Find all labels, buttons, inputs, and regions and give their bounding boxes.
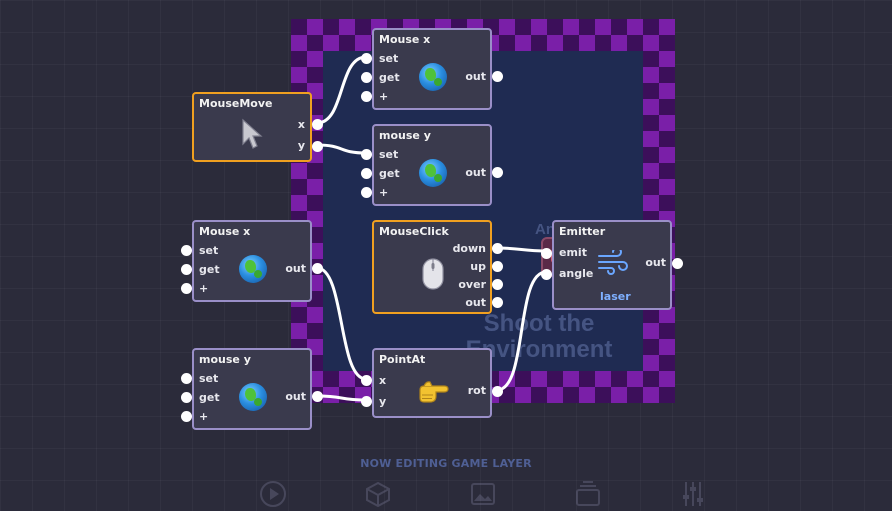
- port-plus-in[interactable]: [181, 283, 192, 294]
- wire-mouseclick-down-to-emitter-emit: [495, 246, 548, 253]
- port-set-in[interactable]: [361, 53, 372, 64]
- node-mouse-x-top[interactable]: Mouse x set get + out: [361, 28, 503, 110]
- port-angle-in[interactable]: [541, 269, 552, 280]
- port-get-in[interactable]: [361, 168, 372, 179]
- port-label-set: set: [379, 52, 399, 65]
- port-out[interactable]: [312, 263, 323, 274]
- port-label-y: y: [297, 139, 305, 152]
- node-pointat[interactable]: PointAt x y rot: [361, 348, 503, 418]
- port-label-x: x: [297, 118, 305, 131]
- port-label-out: out: [285, 390, 306, 403]
- port-label-set: set: [379, 148, 399, 161]
- port-label-up: up: [470, 260, 486, 273]
- wire-mouse-x-out-to-pointat-x: [315, 266, 368, 381]
- port-y-in[interactable]: [361, 396, 372, 407]
- port-label-out: out: [465, 296, 486, 309]
- port-label-get: get: [379, 167, 400, 180]
- port-get-in[interactable]: [181, 392, 192, 403]
- port-get-in[interactable]: [181, 264, 192, 275]
- node-mouse-y-top[interactable]: mouse y set get + out: [361, 124, 503, 206]
- node-title: PointAt: [379, 353, 426, 366]
- port-label-get: get: [379, 71, 400, 84]
- play-icon[interactable]: [259, 480, 287, 508]
- layers-icon[interactable]: [574, 480, 602, 508]
- port-over-out[interactable]: [492, 279, 503, 290]
- image-icon[interactable]: [469, 480, 497, 508]
- globe-icon: [419, 159, 447, 187]
- node-title: Emitter: [559, 225, 606, 238]
- port-label-get: get: [199, 263, 220, 276]
- node-title: mouse y: [379, 129, 431, 142]
- emitter-laser-label: laser: [600, 290, 631, 303]
- port-label-plus: +: [199, 410, 209, 423]
- port-label-set: set: [199, 372, 219, 385]
- node-title: Mouse x: [379, 33, 431, 46]
- port-label-plus: +: [199, 282, 209, 295]
- port-set-in[interactable]: [361, 149, 372, 160]
- node-emitter[interactable]: Emitter emit angle out laser: [541, 220, 683, 310]
- port-label-out: out: [465, 166, 486, 179]
- node-title: mouse y: [199, 353, 251, 366]
- port-label-over: over: [458, 278, 486, 291]
- port-label-emit: emit: [559, 246, 587, 259]
- wire-mouse-y-out-to-pointat-y: [315, 394, 368, 402]
- sliders-icon[interactable]: [679, 480, 707, 508]
- node-title: Mouse x: [199, 225, 251, 238]
- port-get-in[interactable]: [361, 72, 372, 83]
- port-label-get: get: [199, 391, 220, 404]
- wind-icon: [598, 250, 628, 275]
- port-plus-in[interactable]: [361, 187, 372, 198]
- port-out[interactable]: [492, 71, 503, 82]
- cursor-icon: [242, 118, 263, 149]
- node-mouseclick[interactable]: MouseClick down up over out: [372, 220, 503, 314]
- port-label-set: set: [199, 244, 219, 257]
- port-x-in[interactable]: [361, 375, 372, 386]
- editing-layer-label: NOW EDITING GAME LAYER: [360, 457, 532, 470]
- port-up-out[interactable]: [492, 261, 503, 272]
- port-out[interactable]: [312, 391, 323, 402]
- globe-icon: [239, 383, 267, 411]
- port-label-y: y: [379, 395, 387, 408]
- port-x-out[interactable]: [312, 119, 323, 130]
- port-label-out: out: [285, 262, 306, 275]
- node-mouse-y-left[interactable]: mouse y set get + out: [181, 348, 323, 430]
- node-mousemove[interactable]: MouseMove x y: [192, 92, 323, 162]
- port-label-down: down: [452, 242, 486, 255]
- port-set-in[interactable]: [181, 245, 192, 256]
- port-plus-in[interactable]: [361, 91, 372, 102]
- mouse-icon: [422, 258, 444, 290]
- port-label-plus: +: [379, 90, 389, 103]
- port-set-in[interactable]: [181, 373, 192, 384]
- node-title: MouseClick: [379, 225, 449, 238]
- globe-icon: [419, 63, 447, 91]
- port-emit-in[interactable]: [541, 248, 552, 259]
- port-label-rot: rot: [467, 384, 486, 397]
- cube-icon[interactable]: [364, 480, 392, 508]
- port-rot-out[interactable]: [492, 386, 503, 397]
- port-label-out: out: [645, 256, 666, 269]
- port-y-out[interactable]: [312, 141, 323, 152]
- port-label-plus: +: [379, 186, 389, 199]
- port-down-out[interactable]: [492, 243, 503, 254]
- port-label-angle: angle: [559, 267, 594, 280]
- wire-mousemove-x-to-mouse-x-set: [315, 55, 368, 125]
- port-out-out[interactable]: [492, 297, 503, 308]
- port-plus-in[interactable]: [181, 411, 192, 422]
- pointing-hand-icon: [419, 381, 449, 403]
- node-mouse-x-left[interactable]: Mouse x set get + out: [181, 220, 323, 302]
- globe-icon: [239, 255, 267, 283]
- wire-mousemove-y-to-mouse-y-set: [315, 143, 368, 155]
- port-out[interactable]: [492, 167, 503, 178]
- port-label-x: x: [379, 374, 387, 387]
- port-label-out: out: [465, 70, 486, 83]
- port-out[interactable]: [672, 258, 683, 269]
- node-title: MouseMove: [199, 97, 273, 110]
- wire-pointat-rot-to-emitter-angle: [495, 270, 548, 392]
